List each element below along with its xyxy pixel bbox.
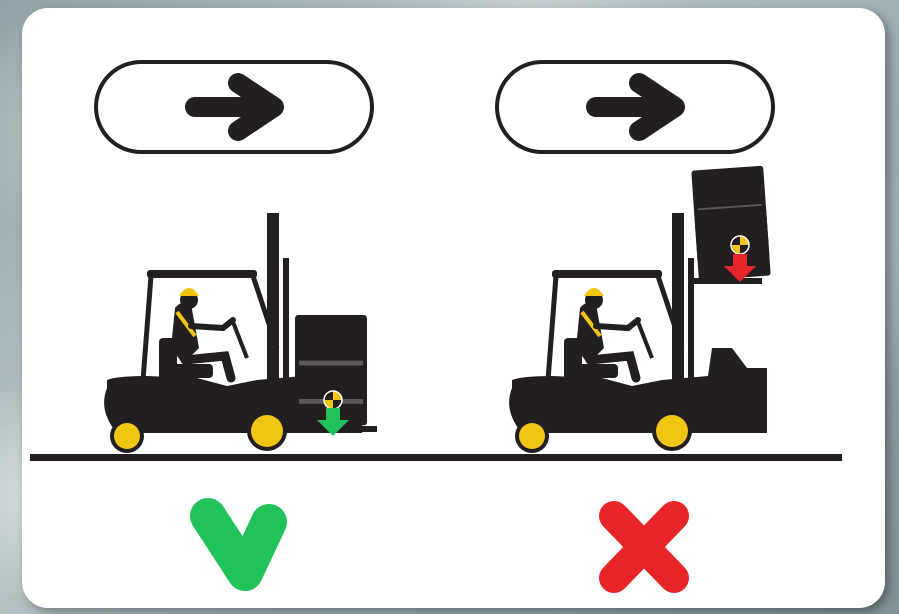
- center-of-gravity-icon: [324, 391, 342, 409]
- forklift-low-load: [104, 213, 377, 453]
- ground-line: [30, 454, 842, 461]
- forklift-diagram: [22, 8, 885, 608]
- direction-pill-correct: [96, 62, 372, 152]
- direction-pill-incorrect: [497, 62, 773, 152]
- load-crate-raised: [691, 166, 770, 281]
- safety-instruction-card: [22, 8, 885, 608]
- panel-incorrect: [497, 62, 773, 578]
- cross-icon: [614, 516, 674, 578]
- forklift-raised-load: [509, 166, 771, 453]
- panel-correct: [96, 62, 377, 573]
- center-of-gravity-icon: [731, 236, 749, 254]
- checkmark-icon: [208, 516, 269, 573]
